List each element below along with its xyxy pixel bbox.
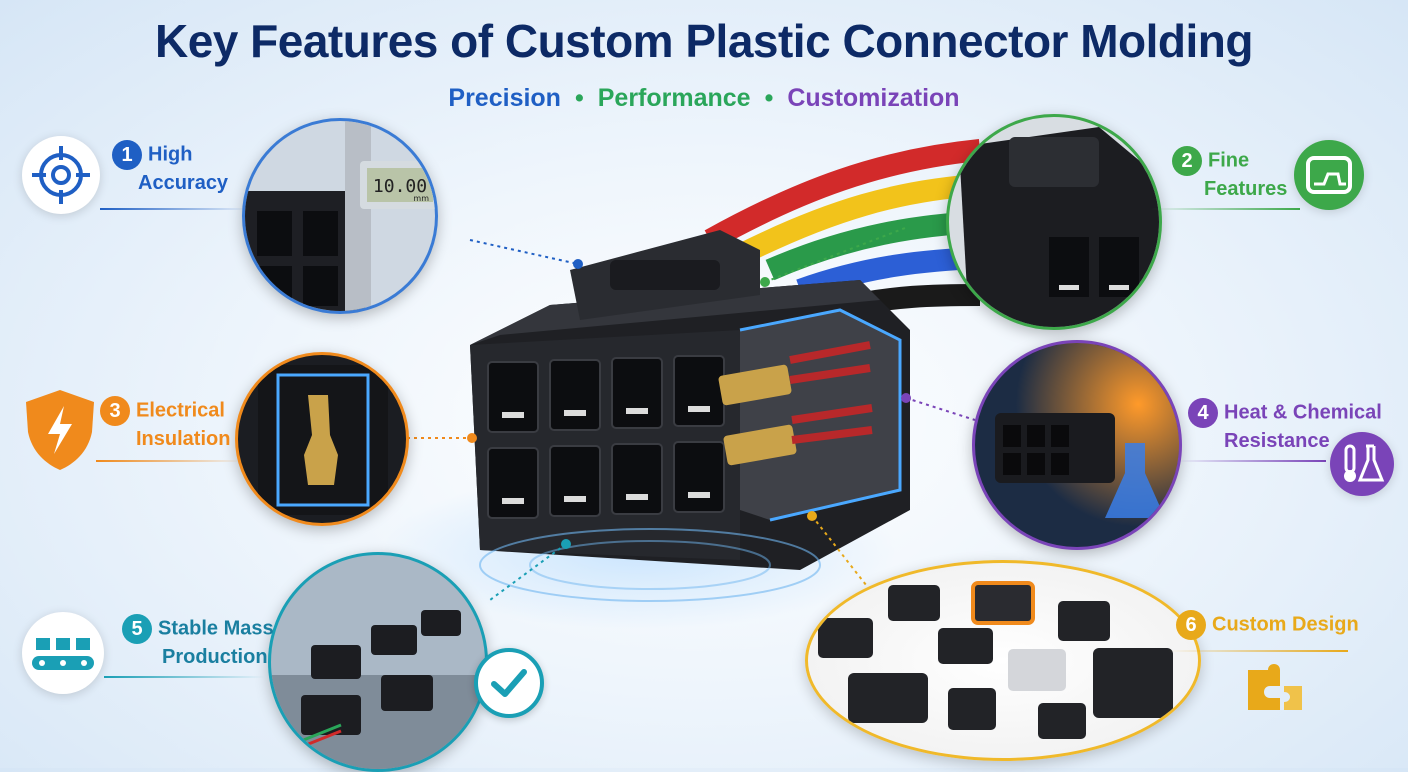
checkmark-icon xyxy=(491,669,527,697)
feature-6-underline xyxy=(1168,650,1348,652)
red-wire xyxy=(704,139,980,250)
caliper-readout-text: 10.00 xyxy=(373,176,427,197)
heat-chemical-photo xyxy=(972,340,1182,550)
high-accuracy-photo: 10.00 mm xyxy=(242,118,438,314)
feature-3-underline xyxy=(96,460,246,462)
page-title: Key Features of Custom Plastic Connector… xyxy=(154,15,1254,67)
feature-2-underline xyxy=(1150,208,1300,210)
feature-3-icon-shield xyxy=(20,386,100,472)
subtitle-precision: Precision xyxy=(448,84,561,112)
lightning-shield-icon xyxy=(26,390,94,470)
feature-4-underline xyxy=(1176,460,1326,462)
subtitle-performance: Performance xyxy=(597,84,751,112)
feature-3-number: 3 xyxy=(100,396,130,426)
feature-1-icon-circle xyxy=(22,136,100,214)
internal-wires xyxy=(789,341,873,444)
subtitle-customization: Customization xyxy=(787,84,960,112)
puzzle-icon xyxy=(1248,664,1302,710)
mold-icon xyxy=(1306,156,1352,194)
feature-5-number: 5 xyxy=(122,614,152,644)
feature-1-underline xyxy=(100,208,250,210)
brass-terminal xyxy=(723,424,797,466)
custom-design-showcase xyxy=(805,560,1201,761)
mass-production-photo xyxy=(268,552,488,772)
subtitle-separator: • xyxy=(764,84,774,112)
feature-2-number: 2 xyxy=(1172,146,1202,176)
feature-2-icon-circle xyxy=(1294,140,1364,210)
cutaway-outline xyxy=(739,308,902,522)
subtitle-separator: • xyxy=(574,84,584,112)
electrical-insulation-photo xyxy=(235,352,409,526)
svg-text:mm: mm xyxy=(413,194,429,203)
target-icon xyxy=(32,146,90,204)
feature-4-icon-circle xyxy=(1330,432,1394,496)
thermometer-flask-icon xyxy=(1344,444,1385,482)
feature-1-number: 1 xyxy=(112,140,142,170)
page-subtitle: Precision • Performance • Customization xyxy=(0,84,1408,113)
conveyor-icon xyxy=(32,638,94,670)
brass-terminal xyxy=(718,364,792,406)
feature-6-icon xyxy=(1240,656,1310,716)
checkmark-badge xyxy=(474,648,544,718)
feature-6-number: 6 xyxy=(1176,610,1206,640)
feature-5-underline xyxy=(104,676,264,678)
feature-4-number: 4 xyxy=(1188,398,1218,428)
fine-features-photo xyxy=(946,114,1162,330)
feature-5-icon-circle xyxy=(22,612,104,694)
base-glow-rings xyxy=(479,528,821,602)
